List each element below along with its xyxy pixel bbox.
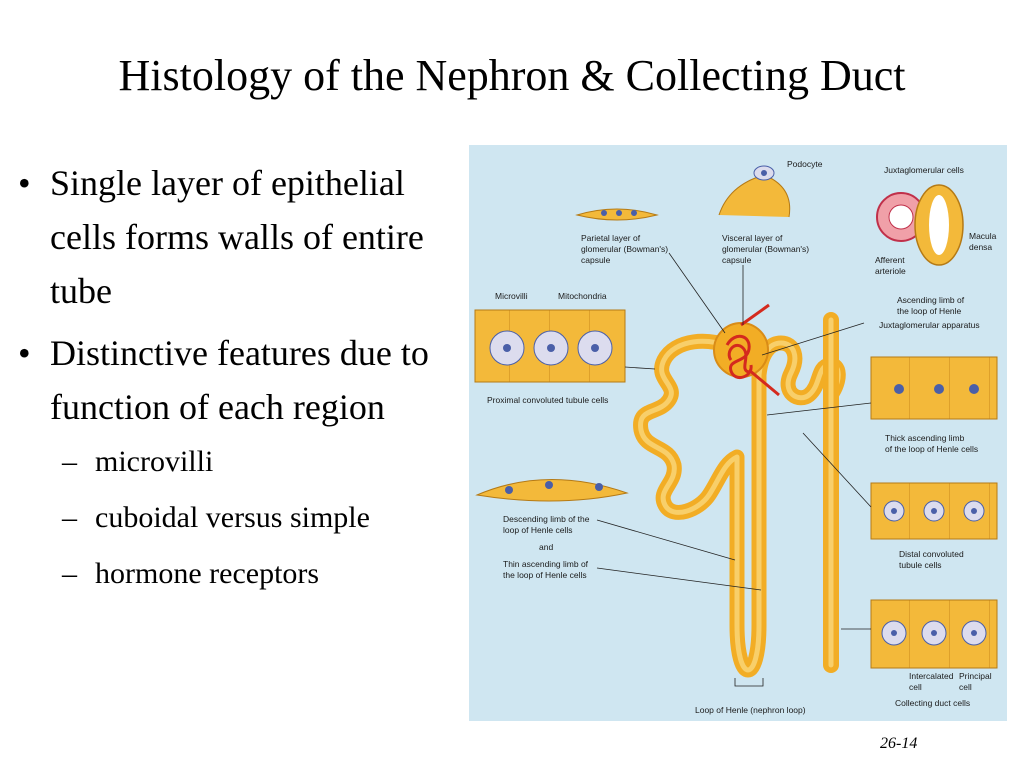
label-visceral-3: capsule xyxy=(722,255,752,265)
label-dct-1: Distal convoluted xyxy=(899,549,964,559)
podocyte-illustration xyxy=(718,165,791,218)
label-intercalated-1: Intercalated xyxy=(909,671,954,681)
juxtaglomerular-illustration xyxy=(876,184,964,266)
descending-limb-cells-illustration xyxy=(475,479,629,502)
label-pct-cells: Proximal convoluted tubule cells xyxy=(487,395,608,405)
label-thin-2: the loop of Henle cells xyxy=(503,570,587,580)
label-afferent-2: arteriole xyxy=(875,266,906,276)
label-microvilli: Microvilli xyxy=(495,291,528,301)
dct-cells-illustration xyxy=(870,482,998,540)
bullet-list: • Single layer of epithelial cells forms… xyxy=(16,156,466,612)
bullet-text: Single layer of epithelial cells forms w… xyxy=(50,163,424,311)
label-afferent-1: Afferent xyxy=(875,255,905,265)
label-macula-1: Macula xyxy=(969,231,997,241)
thick-ascending-cells-illustration xyxy=(870,356,998,420)
bullet-item: • Single layer of epithelial cells forms… xyxy=(16,156,466,318)
slide-title: Histology of the Nephron & Collecting Du… xyxy=(118,51,906,100)
sub-bullet-text: microvilli xyxy=(95,445,214,478)
nephron-diagram: Podocyte Juxtaglomerular cells Parietal … xyxy=(469,145,1007,721)
label-and: and xyxy=(539,542,553,552)
label-thin-1: Thin ascending limb of xyxy=(503,559,589,569)
label-intercalated-2: cell xyxy=(909,682,922,692)
label-descending-2: loop of Henle cells xyxy=(503,525,572,535)
label-visceral-1: Visceral layer of xyxy=(722,233,783,243)
label-podocyte: Podocyte xyxy=(787,159,823,169)
sub-bullet-item: –microvilli xyxy=(62,445,214,478)
label-principal-2: cell xyxy=(959,682,972,692)
sub-bullet-list: –microvilli –cuboidal versus simple –hor… xyxy=(50,444,466,592)
sub-bullet-item: –hormone receptors xyxy=(62,557,320,590)
bullet-item: • Distinctive features due to function o… xyxy=(16,326,466,592)
label-descending-1: Descending limb of the xyxy=(503,514,590,524)
label-dct-2: tubule cells xyxy=(899,560,942,570)
nephron-illustration: Podocyte Juxtaglomerular cells Parietal … xyxy=(474,159,998,715)
label-ascending-limb-2: the loop of Henle xyxy=(897,306,962,316)
label-thick-2: of the loop of Henle cells xyxy=(885,444,978,454)
label-loop-of-henle: Loop of Henle (nephron loop) xyxy=(695,705,806,715)
label-mitochondria: Mitochondria xyxy=(558,291,607,301)
label-parietal-1: Parietal layer of xyxy=(581,233,641,243)
parietal-cell-illustration xyxy=(575,208,659,221)
bullet-marker: • xyxy=(18,163,31,203)
sub-bullet-text: cuboidal versus simple xyxy=(95,501,370,534)
label-jga: Juxtaglomerular apparatus xyxy=(879,320,980,330)
pct-cells-illustration xyxy=(474,309,626,383)
label-parietal-2: glomerular (Bowman's) xyxy=(581,244,668,254)
leader-lines xyxy=(596,252,872,687)
sub-bullet-item: –cuboidal versus simple xyxy=(62,501,370,534)
label-juxtaglomerular-cells: Juxtaglomerular cells xyxy=(884,165,964,175)
collecting-duct-cells-illustration xyxy=(870,599,998,669)
label-macula-2: densa xyxy=(969,242,992,252)
bullet-marker: • xyxy=(18,333,31,373)
label-ascending-limb-1: Ascending limb of xyxy=(897,295,965,305)
label-collecting-duct: Collecting duct cells xyxy=(895,698,970,708)
diagram-labels: Podocyte Juxtaglomerular cells Parietal … xyxy=(487,159,997,715)
nephron-tubule xyxy=(633,312,846,678)
bullet-text: Distinctive features due to function of … xyxy=(50,333,429,427)
slide-number: 26-14 xyxy=(880,735,918,752)
sub-bullet-text: hormone receptors xyxy=(95,557,320,590)
label-principal-1: Principal xyxy=(959,671,992,681)
label-visceral-2: glomerular (Bowman's) xyxy=(722,244,809,254)
label-thick-1: Thick ascending limb xyxy=(885,433,965,443)
glomerulus xyxy=(713,303,780,397)
label-parietal-3: capsule xyxy=(581,255,611,265)
